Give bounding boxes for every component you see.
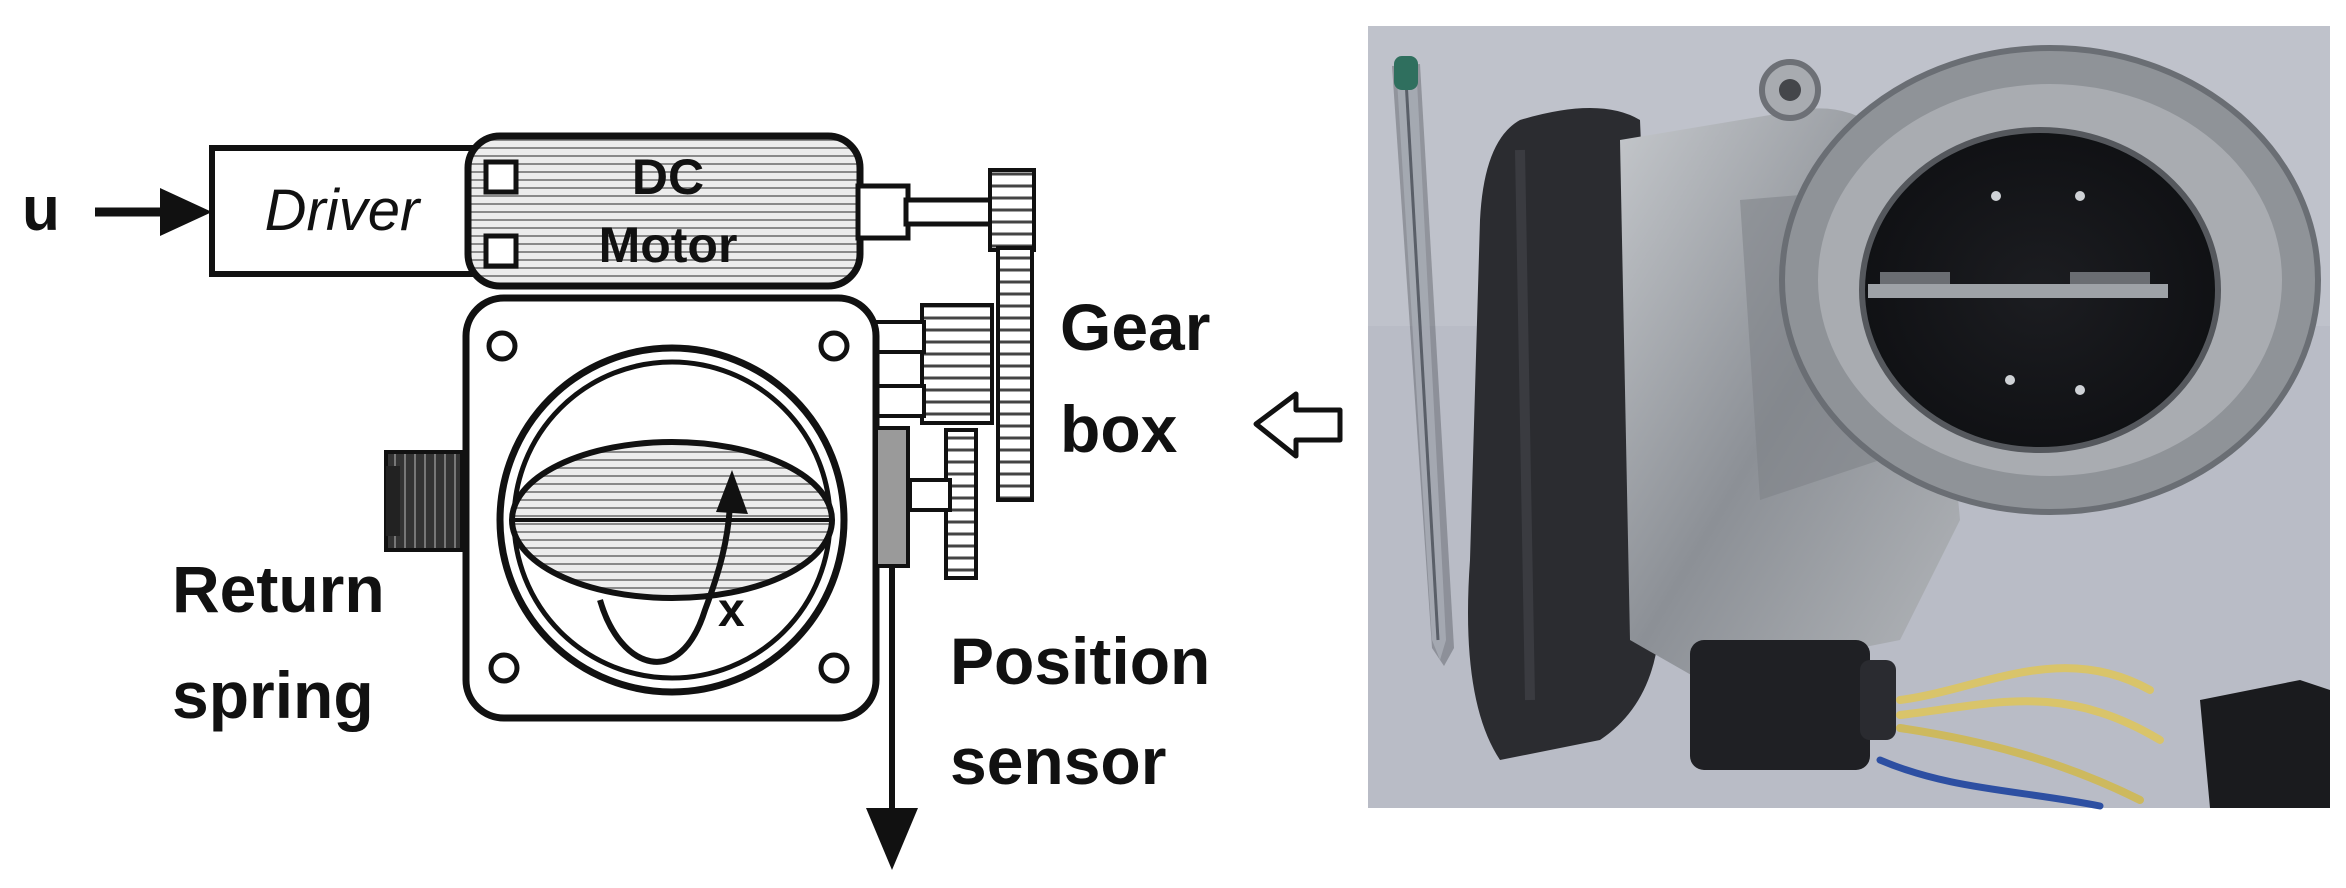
mount-hole-tl — [486, 330, 518, 362]
position-sensor-label-2: sensor — [950, 724, 1166, 798]
gear-box-gears — [870, 168, 1036, 580]
schematic: u Driver DC Motor — [22, 132, 1343, 870]
gear-shaft-1 — [870, 320, 926, 354]
photo-wires — [1876, 664, 2164, 810]
mount-hole-br — [818, 652, 850, 684]
return-spring-cap — [386, 466, 400, 536]
gearbox-label-1: Gear — [1060, 290, 1210, 364]
intermediate-gear — [920, 303, 994, 425]
pinion-gear — [988, 168, 1036, 252]
return-spring-label-2: spring — [172, 658, 374, 732]
return-spring-label-1: Return — [172, 552, 385, 626]
driver-label: Driver — [265, 178, 422, 243]
mount-hole-tr — [818, 330, 850, 362]
gearbox-label-2: box — [1060, 392, 1178, 466]
motor-shaft — [903, 197, 1001, 227]
photo-pen — [1392, 56, 1454, 666]
photo-throttle-shaft — [1868, 284, 2168, 298]
input-label: u — [22, 175, 60, 244]
motor-terminal-bottom — [483, 233, 519, 269]
motor-shaft-boss — [855, 183, 911, 241]
input-arrow — [95, 188, 212, 236]
gear-shaft-2 — [870, 384, 926, 418]
angle-arrow — [597, 470, 748, 665]
motor-label-motor: Motor — [599, 217, 738, 273]
position-sensor-label-1: Position — [950, 624, 1210, 698]
motor-terminal-top — [483, 159, 519, 195]
sensor-output-arrow — [866, 566, 918, 870]
gear-shaft-3 — [908, 478, 952, 512]
angle-label: x — [718, 584, 745, 637]
photo-dark-object — [2200, 680, 2330, 808]
motor-label-dc: DC — [632, 149, 704, 205]
position-sensor — [874, 426, 910, 568]
correspondence-arrow — [1253, 391, 1343, 459]
throttle-body-photo — [1368, 26, 2330, 810]
photo-motor-housing — [1468, 108, 1660, 760]
photo-connector — [1690, 640, 1870, 770]
mount-hole-bl — [488, 652, 520, 684]
large-gear — [996, 246, 1034, 502]
